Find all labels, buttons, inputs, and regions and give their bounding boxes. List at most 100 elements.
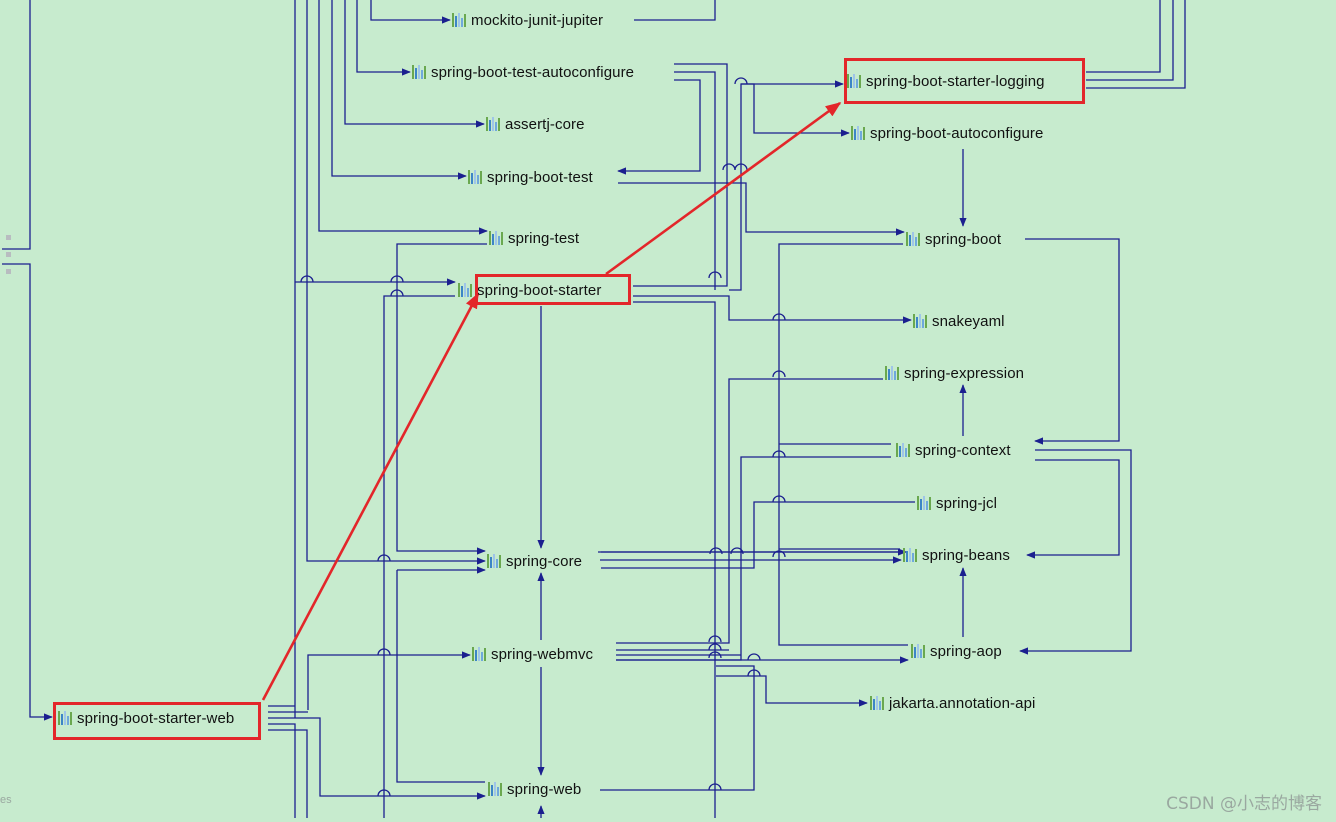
node-spring-beans[interactable]: spring-beans	[903, 544, 1010, 566]
node-label: spring-boot	[925, 230, 1002, 248]
dependency-edge	[1026, 459, 1120, 559]
node-spring-core[interactable]: spring-core	[487, 550, 582, 572]
edge-crossing-hop	[747, 653, 761, 661]
edge-crossing-hop	[300, 275, 314, 283]
edge-crossing-hop	[708, 651, 722, 659]
watermark: CSDN @小志的博客	[1166, 794, 1322, 814]
node-spring-boot-autoconfigure[interactable]: spring-boot-autoconfigure	[851, 122, 1043, 144]
dependency-edge	[1086, 0, 1161, 73]
dependency-edge	[268, 723, 296, 818]
maven-library-icon	[452, 13, 466, 27]
maven-library-icon	[851, 126, 865, 140]
arrow-web-to-starter	[261, 292, 480, 701]
dependency-edge	[356, 0, 411, 76]
node-label: spring-boot-starter	[477, 281, 602, 299]
edge-crossing-hop	[377, 554, 391, 562]
node-label: spring-jcl	[936, 494, 998, 512]
node-label: spring-boot-autoconfigure	[870, 124, 1044, 142]
dependency-edge	[600, 665, 755, 791]
node-spring-boot-test[interactable]: spring-boot-test	[468, 166, 593, 188]
node-spring-context[interactable]: spring-context	[896, 439, 1011, 461]
node-label: spring-webmvc	[491, 645, 594, 663]
node-spring-boot[interactable]: spring-boot	[906, 228, 1001, 250]
node-label: spring-beans	[922, 546, 1010, 564]
edge-crossing-hop	[772, 550, 786, 558]
dependency-edge	[633, 295, 912, 324]
node-spring-boot-starter-web[interactable]: spring-boot-starter-web	[58, 707, 234, 729]
node-label: spring-core	[506, 552, 583, 570]
node-spring-expression[interactable]: spring-expression	[885, 362, 1024, 384]
dependency-edge	[268, 729, 308, 818]
node-label: snakeyaml	[932, 312, 1005, 330]
node-spring-boot-starter[interactable]: spring-boot-starter	[458, 279, 601, 301]
dependency-edge	[601, 501, 915, 569]
maven-library-icon	[896, 443, 910, 457]
maven-library-icon	[58, 711, 72, 725]
node-label: jakarta.annotation-api	[889, 694, 1036, 712]
edge-crossing-hop	[377, 648, 391, 656]
node-spring-boot-test-autoconfigure[interactable]: spring-boot-test-autoconfigure	[412, 61, 634, 83]
edge-crossing-hop	[722, 163, 736, 171]
left-edge-handles	[6, 235, 12, 286]
node-spring-boot-starter-logging[interactable]: spring-boot-starter-logging	[847, 70, 1045, 92]
dependency-edge	[633, 63, 728, 287]
dependency-edge	[396, 570, 485, 783]
node-spring-aop[interactable]: spring-aop	[911, 640, 1002, 662]
dependency-edge	[1019, 449, 1132, 655]
node-label: assertj-core	[505, 115, 585, 133]
maven-library-icon	[913, 314, 927, 328]
dependency-edge	[1086, 0, 1186, 89]
dependency-edge	[370, 0, 451, 24]
edge-crossing-hop	[747, 669, 761, 677]
dependency-edge	[716, 675, 868, 707]
node-label: spring-expression	[904, 364, 1025, 382]
node-spring-web[interactable]: spring-web	[488, 778, 581, 800]
maven-library-icon	[488, 782, 502, 796]
node-spring-jcl[interactable]: spring-jcl	[917, 492, 997, 514]
dependency-edge	[383, 295, 455, 818]
dependency-edge	[633, 301, 716, 818]
node-spring-webmvc[interactable]: spring-webmvc	[472, 643, 593, 665]
dependency-edge	[2, 263, 53, 721]
maven-library-icon	[906, 232, 920, 246]
maven-library-icon	[885, 366, 899, 380]
dependency-edge	[674, 71, 716, 290]
maven-library-icon	[486, 117, 500, 131]
node-snakeyaml[interactable]: snakeyaml	[913, 310, 1005, 332]
dependency-edge	[1086, 0, 1174, 81]
dependency-edge	[618, 182, 905, 236]
maven-library-icon	[468, 170, 482, 184]
maven-library-icon	[489, 231, 503, 245]
dependency-edge	[729, 80, 844, 291]
edge-crossing-hop	[772, 450, 786, 458]
edge-crossing-hop	[708, 783, 722, 791]
maven-library-icon	[412, 65, 426, 79]
node-label: spring-web	[507, 780, 582, 798]
maven-library-icon	[458, 283, 472, 297]
maven-library-icon	[870, 696, 884, 710]
node-label: spring-aop	[930, 642, 1002, 660]
node-spring-test[interactable]: spring-test	[489, 227, 579, 249]
dependency-edge	[344, 0, 485, 128]
node-jakarta-annotation-api[interactable]: jakarta.annotation-api	[870, 692, 1035, 714]
arrow-starter-to-logging	[605, 101, 842, 276]
edge-crossing-hop	[772, 313, 786, 321]
edge-crossing-hop	[708, 635, 722, 643]
node-assertj-core[interactable]: assertj-core	[486, 113, 585, 135]
dependency-edge	[331, 0, 467, 180]
dependency-edge	[616, 378, 883, 644]
dependency-edge	[634, 0, 716, 21]
dependency-edge	[318, 0, 488, 235]
maven-library-icon	[487, 554, 501, 568]
node-mockito-junit-jupiter[interactable]: mockito-junit-jupiter	[452, 9, 603, 31]
node-label: spring-context	[915, 441, 1011, 459]
edge-crossing-hop	[390, 275, 404, 283]
dependency-edge	[2, 0, 31, 250]
edge-crossing-hop	[772, 370, 786, 378]
dependency-edge	[1025, 238, 1120, 445]
maven-library-icon	[903, 548, 917, 562]
edge-crossing-hop	[708, 271, 722, 279]
node-label: spring-test	[508, 229, 580, 247]
maven-library-icon	[911, 644, 925, 658]
